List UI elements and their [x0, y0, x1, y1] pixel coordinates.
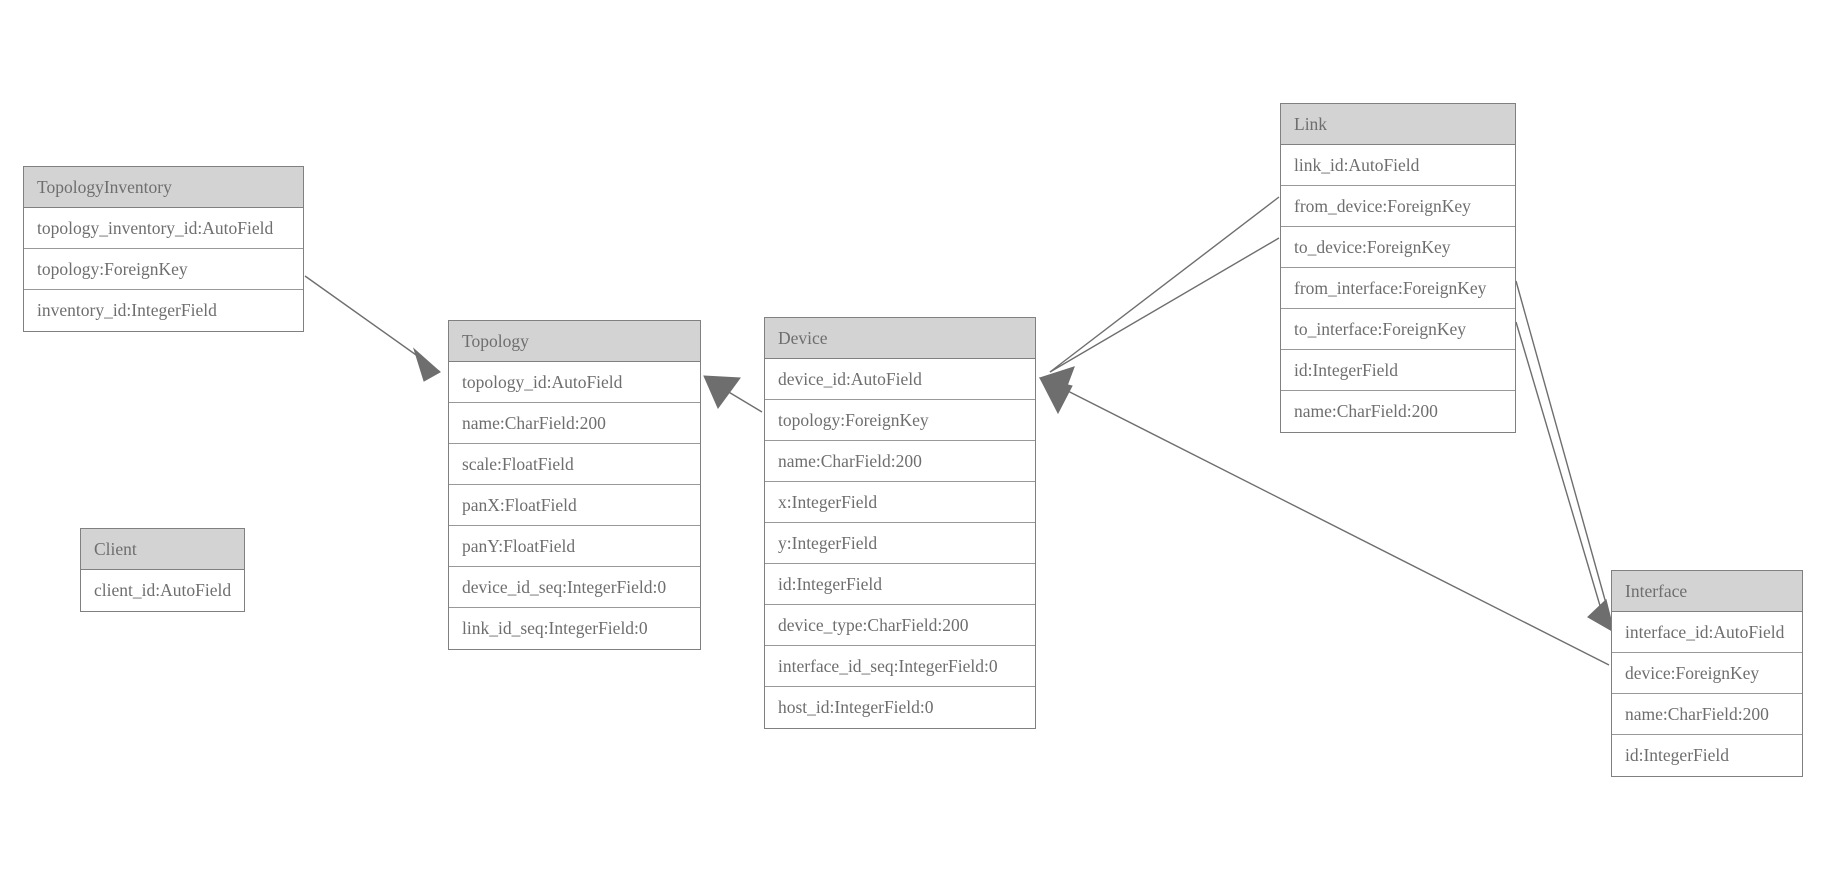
- relationship-arrowhead-icon: [1039, 377, 1073, 415]
- relationship-arrowhead-icon: [1039, 366, 1075, 400]
- entity-title: Interface: [1612, 571, 1802, 612]
- entity-field-row[interactable]: inventory_id:IntegerField: [24, 290, 303, 331]
- entity-field-row[interactable]: name:CharField:200: [765, 441, 1035, 482]
- entity-field-row[interactable]: id:IntegerField: [765, 564, 1035, 605]
- entity-field-row[interactable]: scale:FloatField: [449, 444, 700, 485]
- entity-field-row[interactable]: panX:FloatField: [449, 485, 700, 526]
- entity-title: Link: [1281, 104, 1515, 145]
- relationship-line: [1049, 196, 1280, 373]
- entity-field-row[interactable]: device:ForeignKey: [1612, 653, 1802, 694]
- entity-field-row[interactable]: from_device:ForeignKey: [1281, 186, 1515, 227]
- relationship-line: [711, 381, 763, 413]
- entity-field-row[interactable]: host_id:IntegerField:0: [765, 687, 1035, 728]
- relationship-line: [1515, 280, 1613, 626]
- entity-field-row[interactable]: y:IntegerField: [765, 523, 1035, 564]
- entity-title: Client: [81, 529, 244, 570]
- relationship-line: [1515, 321, 1607, 627]
- entity-field-row[interactable]: name:CharField:200: [1281, 391, 1515, 432]
- entity-field-row[interactable]: link_id_seq:IntegerField:0: [449, 608, 700, 649]
- entity-field-row[interactable]: topology_id:AutoField: [449, 362, 700, 403]
- relationship-arrowhead-icon: [412, 347, 441, 382]
- entity-field-row[interactable]: device_id:AutoField: [765, 359, 1035, 400]
- entity-title: Device: [765, 318, 1035, 359]
- entity-field-row[interactable]: interface_id:AutoField: [1612, 612, 1802, 653]
- entity-field-row[interactable]: id:IntegerField: [1612, 735, 1802, 776]
- entity-field-row[interactable]: x:IntegerField: [765, 482, 1035, 523]
- entity-field-row[interactable]: topology:ForeignKey: [24, 249, 303, 290]
- relationship-arrowhead-icon: [703, 375, 741, 409]
- relationship-arrowhead-icon: [1039, 366, 1075, 400]
- entity-field-row[interactable]: name:CharField:200: [1612, 694, 1802, 735]
- entity-field-row[interactable]: to_device:ForeignKey: [1281, 227, 1515, 268]
- entity-title: Topology: [449, 321, 700, 362]
- entity-field-row[interactable]: id:IntegerField: [1281, 350, 1515, 391]
- entity-field-row[interactable]: device_type:CharField:200: [765, 605, 1035, 646]
- relationship-line: [304, 275, 441, 373]
- entity-field-row[interactable]: name:CharField:200: [449, 403, 700, 444]
- entity-field-row[interactable]: device_id_seq:IntegerField:0: [449, 567, 700, 608]
- entity-field-row[interactable]: from_interface:ForeignKey: [1281, 268, 1515, 309]
- entity-field-row[interactable]: client_id:AutoField: [81, 570, 244, 611]
- relationship-line: [1049, 237, 1280, 373]
- entity-field-row[interactable]: topology_inventory_id:AutoField: [24, 208, 303, 249]
- entity-title: TopologyInventory: [24, 167, 303, 208]
- entity-field-row[interactable]: link_id:AutoField: [1281, 145, 1515, 186]
- entity-field-row[interactable]: to_interface:ForeignKey: [1281, 309, 1515, 350]
- entity-field-row[interactable]: interface_id_seq:IntegerField:0: [765, 646, 1035, 687]
- entity-field-row[interactable]: topology:ForeignKey: [765, 400, 1035, 441]
- entity-field-row[interactable]: panY:FloatField: [449, 526, 700, 567]
